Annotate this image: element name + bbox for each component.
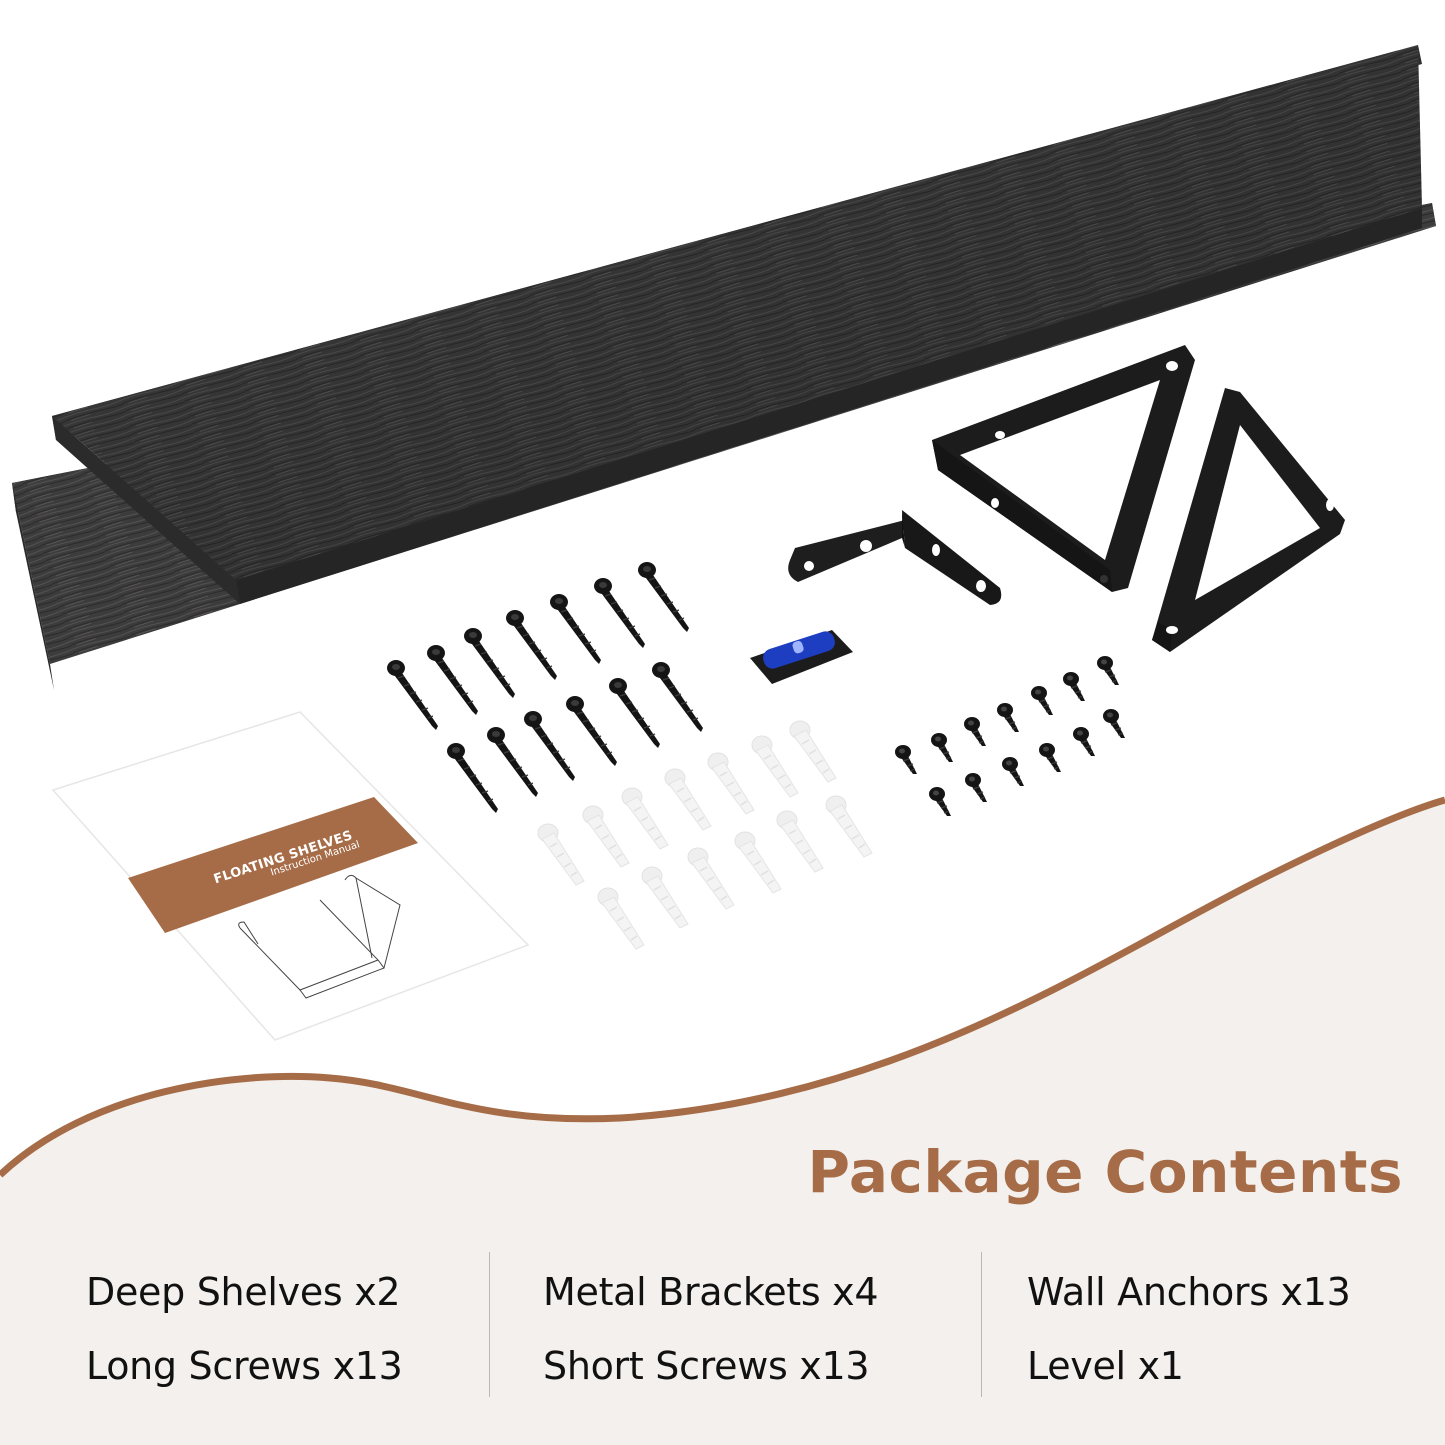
- contents-item-deep-shelves: Deep Shelves x2: [86, 1270, 401, 1314]
- contents-column-1: Deep Shelves x2 Long Screws x13: [86, 1262, 403, 1410]
- contents-item-metal-brackets: Metal Brackets x4: [543, 1270, 879, 1314]
- contents-item-wall-anchors: Wall Anchors x13: [1027, 1270, 1351, 1314]
- long-screws: [386, 561, 704, 814]
- contents-column-3: Wall Anchors x13 Level x1: [1027, 1262, 1351, 1410]
- contents-item-long-screws: Long Screws x13: [86, 1344, 403, 1388]
- package-contents-title: Package Contents: [807, 1138, 1403, 1206]
- column-divider: [981, 1252, 982, 1397]
- deep-shelves: [12, 45, 1436, 690]
- bubble-level: [750, 630, 853, 684]
- bottom-panel: [0, 800, 1445, 1445]
- contents-column-2: Metal Brackets x4 Short Screws x13: [543, 1262, 879, 1410]
- instruction-manual: [51, 711, 530, 1041]
- wall-anchors: [537, 720, 873, 950]
- short-screws: [894, 655, 1126, 817]
- contents-item-level: Level x1: [1027, 1344, 1184, 1388]
- contents-item-short-screws: Short Screws x13: [543, 1344, 870, 1388]
- metal-brackets: [788, 345, 1345, 652]
- accent-curve: [0, 796, 1445, 1178]
- column-divider: [489, 1252, 490, 1397]
